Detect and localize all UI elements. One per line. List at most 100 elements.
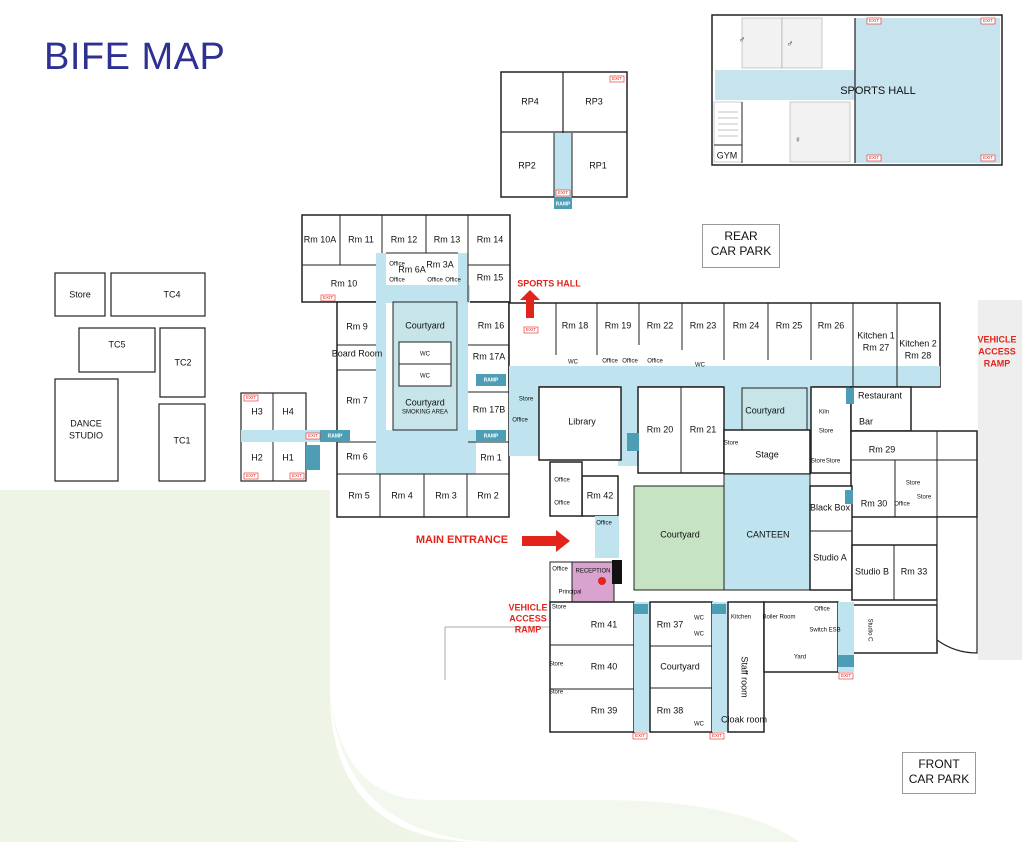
h4-label: H4: [282, 406, 294, 416]
rm24-label: Rm 24: [733, 320, 760, 330]
office-small-4: Office: [647, 359, 663, 365]
rm13-label: Rm 13: [434, 234, 461, 244]
store-small-4: Store: [917, 495, 932, 501]
staff-room-label: Staff room: [740, 656, 750, 697]
smoking-area-label: SMOKING AREA: [402, 410, 448, 416]
rm28-label: Rm 28: [905, 350, 932, 360]
rm37-label: Rm 37: [657, 619, 684, 629]
rm19-label: Rm 19: [605, 320, 632, 330]
west-wc-label: WC: [420, 352, 431, 358]
wc-small-3: WC: [694, 616, 705, 622]
cloak-room-label: Cloak room: [721, 714, 767, 724]
store-small-2: Store: [552, 605, 567, 611]
central-block: [508, 302, 978, 733]
rm2-label: Rm 2: [477, 490, 499, 500]
exit-label-11: EXIT: [246, 473, 256, 478]
office-small-3: Office: [622, 359, 638, 365]
front-car-park-box: FRONT CAR PARK: [902, 752, 976, 794]
wc-small-4: WC: [694, 632, 705, 638]
wc-small-2: WC: [695, 363, 706, 369]
rm3a-label: Rm 3A: [426, 259, 454, 269]
exit-label-3: EXIT: [869, 155, 879, 160]
studio-b-label: Studio B: [855, 566, 889, 576]
rm6a-label: Rm 6A: [398, 264, 426, 274]
front-car-park-line-1: FRONT: [918, 757, 960, 771]
male-icon-2: ♂: [787, 38, 794, 48]
ramp-label-1: RAMP: [484, 377, 499, 383]
background-green-area: [0, 490, 480, 842]
vehicle-ramp-right-3: RAMP: [984, 358, 1011, 368]
library-label: Library: [568, 416, 596, 426]
kitchen2-label: Kitchen 2: [899, 338, 937, 348]
vehicle-ramp-left-2: ACCESS: [509, 613, 547, 623]
store-small-10: Store: [549, 662, 564, 668]
office-small-13: Office: [427, 278, 443, 284]
rm10-label: Rm 10: [331, 278, 358, 288]
stage-label: Stage: [755, 449, 779, 459]
rp3-label: RP3: [585, 96, 603, 106]
rm17a-label: Rm 17A: [473, 351, 506, 361]
canteen-label: CANTEEN: [746, 529, 789, 539]
female-icon: ♀: [795, 134, 802, 144]
vehicle-ramp-right-1: VEHICLE: [977, 334, 1016, 344]
ramp-label-3: RAMP: [328, 433, 343, 439]
yard-label: Yard: [794, 655, 806, 661]
main-entrance-arrow-icon: [522, 530, 570, 552]
h1-label: H1: [282, 452, 294, 462]
you-are-here-marker: [598, 577, 606, 585]
exit-label-1: EXIT: [869, 18, 879, 23]
rear-car-park-line-2: CAR PARK: [710, 244, 772, 258]
vehicle-ramp-left-3: RAMP: [515, 624, 542, 634]
exit-label-7: EXIT: [323, 295, 333, 300]
kitchen-label: Kitchen: [731, 615, 751, 621]
rm26-label: Rm 26: [818, 320, 845, 330]
ramp-label-2: RAMP: [484, 433, 499, 439]
vehicle-ramp-right-band: [978, 300, 1022, 660]
exit-label-14: EXIT: [712, 733, 722, 738]
rm20-label: Rm 20: [647, 424, 674, 434]
office-small-11: Office: [389, 262, 405, 268]
rm18-label: Rm 18: [562, 320, 589, 330]
tc-buildings: [54, 272, 206, 482]
exit-label-2: EXIT: [983, 18, 993, 23]
west-block: [301, 214, 511, 518]
tc5-label: TC5: [108, 339, 125, 349]
rm41-label: Rm 41: [591, 619, 618, 629]
reception-label: RECEPTION: [575, 569, 610, 575]
store-small-7: Store: [724, 441, 739, 447]
office-small-9: Office: [814, 607, 830, 613]
kiln-label: Kiln: [819, 410, 829, 416]
wc-small-1: WC: [568, 360, 579, 366]
store-small-3: Store: [906, 481, 921, 487]
store-small-6: Store: [826, 459, 841, 465]
main-entrance-label: MAIN ENTRANCE: [416, 534, 508, 546]
background-green-area-2: [330, 690, 800, 842]
rm6-label: Rm 6: [346, 451, 368, 461]
rm4-label: Rm 4: [391, 490, 413, 500]
black-box-label: Black Box: [810, 502, 851, 512]
rear-car-park-box: REAR CAR PARK: [702, 224, 780, 268]
h3-label: H3: [251, 406, 263, 416]
south-courtyard-label: Courtyard: [660, 661, 700, 671]
exit-label-10: EXIT: [308, 433, 318, 438]
studio-c-label: Studio C: [866, 618, 872, 642]
wc-small-5: WC: [694, 722, 705, 728]
rm12-label: Rm 12: [391, 234, 418, 244]
rp-ramp-label: RAMP: [556, 201, 571, 207]
dance-studio-label-1: DANCE: [70, 418, 102, 428]
store-small-5: Store: [811, 459, 826, 465]
west-courtyard-label-2: Courtyard: [405, 397, 445, 407]
vehicle-ramp-left-1: VEHICLE: [508, 602, 547, 612]
rm40-label: Rm 40: [591, 661, 618, 671]
rm15-label: Rm 15: [477, 272, 504, 282]
h2-label: H2: [251, 452, 263, 462]
sports-hall-arrow-icon: [520, 290, 540, 318]
sports-hall-building: [711, 14, 1003, 166]
rear-car-park-line-1: REAR: [724, 229, 758, 243]
exit-label-12: EXIT: [292, 473, 302, 478]
tc2-label: TC2: [174, 357, 191, 367]
rp1-label: RP1: [589, 160, 607, 170]
exit-signs: [243, 17, 996, 740]
rm7-label: Rm 7: [346, 395, 368, 405]
